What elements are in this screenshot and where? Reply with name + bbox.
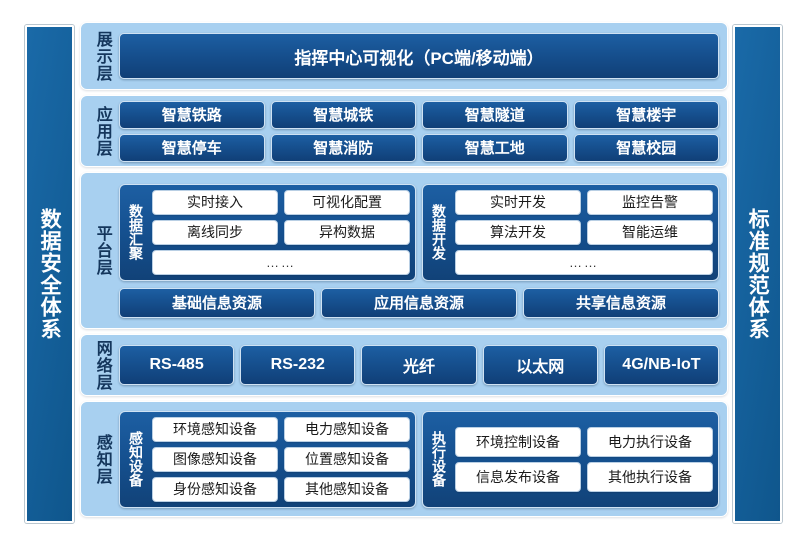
layer-platform-label: 平台层 — [93, 225, 111, 276]
development-row-3: …… — [455, 249, 713, 275]
resource-app-info[interactable]: 应用信息资源 — [321, 287, 517, 318]
agg-more-ellipsis[interactable]: …… — [152, 249, 410, 275]
actuator-environment-control[interactable]: 环境控制设备 — [455, 426, 581, 457]
sensing-group-sensors: 感知设备 环境感知设备 电力感知设备 图像感知设备 位置感知设备 — [119, 410, 416, 508]
agg-heterogeneous-data[interactable]: 异构数据 — [284, 219, 410, 245]
app-smart-worksite[interactable]: 智慧工地 — [422, 133, 568, 162]
app-smart-railway[interactable]: 智慧铁路 — [119, 100, 265, 129]
sensor-identity[interactable]: 身份感知设备 — [152, 476, 278, 502]
sensing-groups: 感知设备 环境感知设备 电力感知设备 图像感知设备 位置感知设备 — [119, 410, 719, 508]
application-row-1: 智慧铁路 智慧城铁 智慧隧道 智慧楼宇 — [119, 100, 719, 129]
sensor-row-2: 图像感知设备 位置感知设备 — [152, 446, 410, 472]
sensor-other[interactable]: 其他感知设备 — [284, 476, 410, 502]
app-smart-parking[interactable]: 智慧停车 — [119, 133, 265, 162]
sensing-group-actuators: 执行设备 环境控制设备 电力执行设备 信息发布设备 其他执行设备 — [422, 410, 719, 508]
actuator-other[interactable]: 其他执行设备 — [587, 461, 713, 492]
resource-shared-info[interactable]: 共享信息资源 — [523, 287, 719, 318]
sensing-group-actuators-label: 执行设备 — [431, 431, 448, 487]
net-rs232[interactable]: RS-232 — [240, 345, 356, 385]
sensor-row-1: 环境感知设备 电力感知设备 — [152, 416, 410, 442]
layer-stack: 展示层 指挥中心可视化（PC端/移动端） 应用层 智慧铁路 智慧城铁 智慧隧道 … — [80, 22, 728, 517]
layer-sensing: 感知层 感知设备 环境感知设备 电力感知设备 图像感知设备 — [80, 401, 728, 517]
platform-group-data-aggregation: 数据汇聚 实时接入 可视化配置 离线同步 异构数据 …… — [119, 183, 416, 281]
actuator-row-1: 环境控制设备 电力执行设备 — [455, 426, 713, 457]
standard-spec-pillar: 标准规范体系 — [733, 25, 782, 523]
aggregation-row-2: 离线同步 异构数据 — [152, 219, 410, 245]
layer-application-label: 应用层 — [93, 105, 111, 157]
aggregation-row-1: 实时接入 可视化配置 — [152, 189, 410, 215]
layer-display: 展示层 指挥中心可视化（PC端/移动端） — [80, 22, 728, 90]
net-fiber[interactable]: 光纤 — [361, 345, 477, 385]
network-protocol-row: RS-485 RS-232 光纤 以太网 4G/NB-IoT — [119, 345, 720, 385]
layer-network: 网络层 RS-485 RS-232 光纤 以太网 4G/NB-IoT — [80, 334, 728, 396]
data-security-pillar-label: 数据安全体系 — [38, 208, 62, 340]
layer-application: 应用层 智慧铁路 智慧城铁 智慧隧道 智慧楼宇 智慧停车 智慧消防 智慧工地 智… — [80, 95, 728, 167]
development-row-2: 算法开发 智能运维 — [455, 219, 713, 245]
net-ethernet[interactable]: 以太网 — [482, 345, 598, 385]
agg-visual-config[interactable]: 可视化配置 — [284, 189, 410, 215]
actuator-info-release[interactable]: 信息发布设备 — [455, 461, 581, 492]
layer-sensing-label: 感知层 — [93, 433, 111, 485]
app-smart-campus[interactable]: 智慧校园 — [573, 133, 719, 162]
display-command-center-box[interactable]: 指挥中心可视化（PC端/移动端） — [119, 33, 719, 79]
standard-spec-pillar-label: 标准规范体系 — [746, 208, 770, 340]
data-security-pillar: 数据安全体系 — [25, 25, 74, 523]
aggregation-row-3: …… — [152, 249, 410, 275]
agg-offline-sync[interactable]: 离线同步 — [152, 219, 278, 245]
platform-group-data-development-label: 数据开发 — [431, 204, 448, 260]
sensor-power[interactable]: 电力感知设备 — [284, 416, 410, 442]
sensor-image[interactable]: 图像感知设备 — [152, 446, 278, 472]
sensor-position[interactable]: 位置感知设备 — [284, 446, 410, 472]
sensor-row-3: 身份感知设备 其他感知设备 — [152, 476, 410, 502]
dev-monitor-alarm[interactable]: 监控告警 — [587, 189, 713, 215]
app-smart-tunnel[interactable]: 智慧隧道 — [422, 100, 568, 129]
platform-groups: 数据汇聚 实时接入 可视化配置 离线同步 异构数据 …… — [119, 183, 719, 281]
layer-platform: 平台层 数据汇聚 实时接入 可视化配置 离线同步 异 — [80, 172, 728, 329]
sensing-group-sensors-label: 感知设备 — [128, 431, 145, 487]
sensor-environment[interactable]: 环境感知设备 — [152, 416, 278, 442]
net-4g-nbiot[interactable]: 4G/NB-IoT — [603, 345, 720, 385]
application-row-2: 智慧停车 智慧消防 智慧工地 智慧校园 — [119, 133, 719, 162]
platform-group-data-development: 数据开发 实时开发 监控告警 算法开发 智能运维 …… — [422, 183, 719, 281]
development-row-1: 实时开发 监控告警 — [455, 189, 713, 215]
platform-group-data-aggregation-label: 数据汇聚 — [128, 204, 145, 260]
net-rs485[interactable]: RS-485 — [119, 345, 235, 385]
dev-intelligent-ops[interactable]: 智能运维 — [587, 219, 713, 245]
resource-basic-info[interactable]: 基础信息资源 — [119, 287, 315, 318]
agg-realtime-ingest[interactable]: 实时接入 — [152, 189, 278, 215]
actuator-row-2: 信息发布设备 其他执行设备 — [455, 461, 713, 492]
layer-network-label: 网络层 — [93, 339, 111, 391]
app-smart-firefight[interactable]: 智慧消防 — [270, 133, 416, 162]
app-smart-metro[interactable]: 智慧城铁 — [270, 100, 416, 129]
dev-algorithm-development[interactable]: 算法开发 — [455, 219, 581, 245]
dev-realtime-development[interactable]: 实时开发 — [455, 189, 581, 215]
app-smart-building[interactable]: 智慧楼宇 — [573, 100, 719, 129]
dev-more-ellipsis[interactable]: …… — [455, 249, 713, 275]
platform-resources-row: 基础信息资源 应用信息资源 共享信息资源 — [119, 287, 719, 318]
layer-display-label: 展示层 — [93, 30, 111, 82]
actuator-power[interactable]: 电力执行设备 — [587, 426, 713, 457]
